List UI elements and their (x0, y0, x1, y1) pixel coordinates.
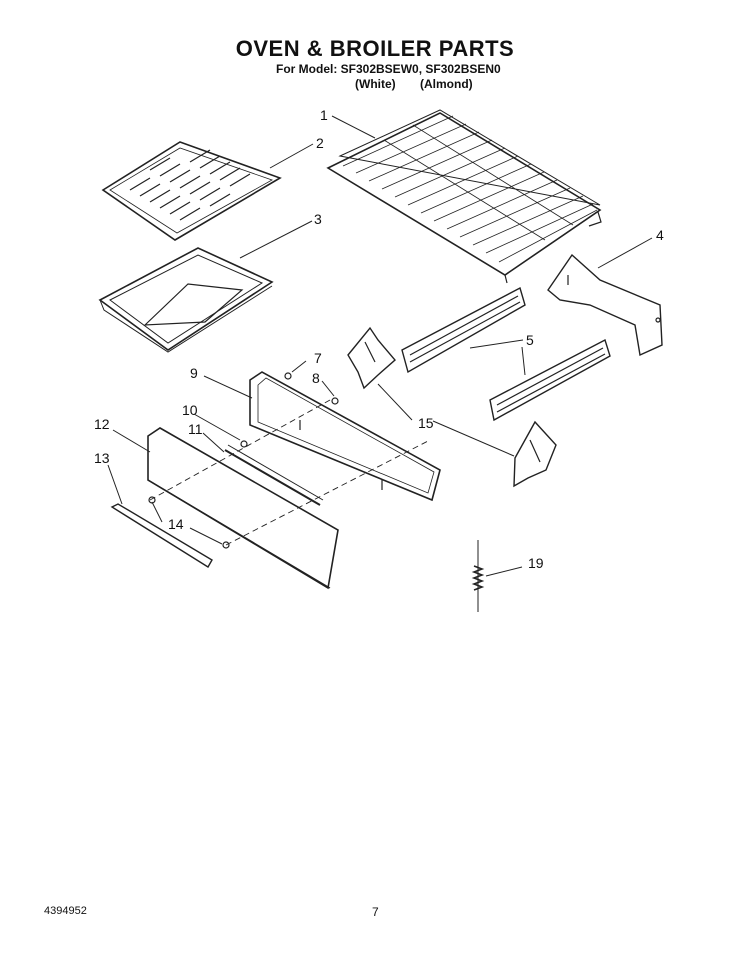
callout-9: 9 (190, 365, 198, 381)
callout-7: 7 (314, 350, 322, 366)
callout-1: 1 (320, 107, 328, 123)
side-bracket (547, 253, 663, 357)
broiler-grid (101, 141, 282, 241)
door-trim (110, 503, 213, 568)
assembly-lines (149, 399, 431, 546)
door-handle-rod (224, 444, 324, 506)
door-inner-frame (249, 371, 441, 502)
color-white: (White) (355, 77, 396, 91)
document-number: 4394952 (44, 905, 87, 917)
callout-10: 10 (182, 402, 198, 418)
rack-slide-upper (401, 286, 526, 374)
leader-lines (107, 115, 653, 577)
callout-11: 11 (188, 421, 203, 437)
callout-4: 4 (656, 227, 664, 243)
door-outer-panel (147, 427, 339, 590)
page-title: OVEN & BROILER PARTS (235, 36, 515, 61)
callout-13: 13 (94, 450, 110, 466)
hinge-upper (347, 326, 396, 390)
callout-12: 12 (94, 416, 110, 432)
callout-labels: 1 2 3 4 5 7 8 9 10 11 12 13 14 15 19 (94, 107, 664, 571)
door-spring (471, 540, 485, 612)
callout-15: 15 (418, 415, 434, 431)
callout-8: 8 (312, 370, 320, 386)
callout-19: 19 (528, 555, 544, 571)
callout-2: 2 (316, 135, 324, 151)
hinge-lower (513, 420, 557, 488)
rack-slide-lower (489, 338, 611, 422)
model-line: For Model: SF302BSEW0, SF302BSEN0 (276, 62, 501, 76)
page-number: 7 (372, 905, 379, 919)
callout-14: 14 (168, 516, 184, 532)
broiler-pan (98, 247, 274, 353)
color-almond: (Almond) (420, 77, 473, 91)
callout-3: 3 (314, 211, 322, 227)
oven-rack (326, 109, 602, 284)
callout-5: 5 (526, 332, 534, 348)
